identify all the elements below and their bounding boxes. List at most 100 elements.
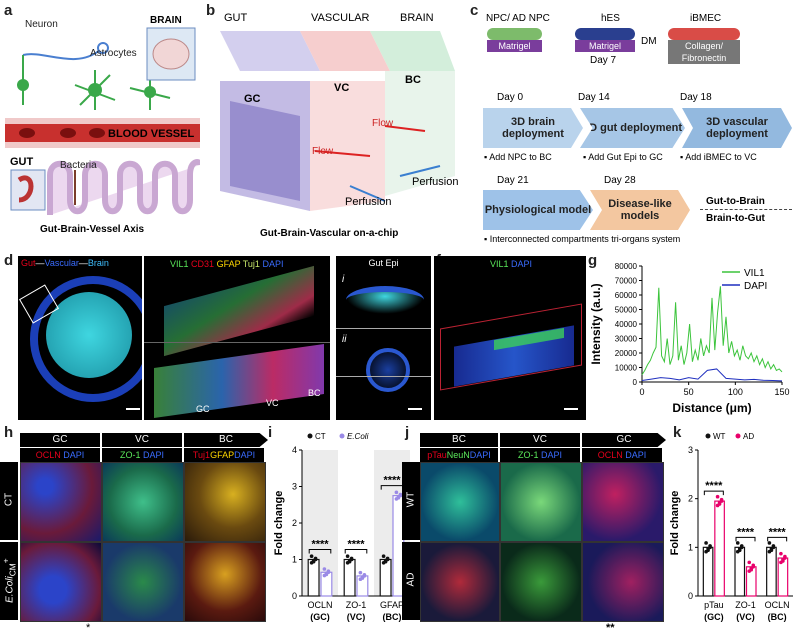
gut-epi-micrograph: Gut Epi i ii (336, 256, 431, 420)
k-bar-ad (714, 500, 725, 597)
k-legend-label-0: WT (713, 432, 726, 441)
note-npc: ▪ Add NPC to BC (484, 152, 552, 162)
i-legend-label-0: CT (315, 432, 326, 441)
i-point-ct (385, 557, 390, 562)
i-point-ecoli (326, 570, 331, 575)
day14-label: Day 14 (578, 92, 610, 103)
i-group-shade (302, 450, 338, 596)
h-ct-gc-micrograph (20, 462, 102, 542)
h-ct-bc-micrograph (184, 462, 266, 542)
h-stain-dapi-1: DAPI (63, 450, 85, 460)
gut-epi-title: Gut Epi (368, 258, 399, 268)
i-sig-bracket (344, 549, 368, 554)
k-sig-label: **** (737, 526, 755, 538)
j-row-wt: WT (402, 462, 420, 540)
j-stain-ocln: OCLN (597, 450, 623, 460)
g-x-tick-label: 150 (774, 387, 789, 397)
g-y-tick-label: 20000 (615, 349, 638, 358)
j-ad-bc-micrograph (420, 542, 500, 622)
h-stain-1: OCLN DAPI (20, 448, 100, 462)
k-point-wt (737, 548, 742, 553)
j-row-wt-label: WT (405, 491, 417, 508)
panel-k-label: k (673, 424, 682, 441)
i-point-ecoli (358, 570, 363, 575)
k-legend-dot-1 (735, 433, 741, 439)
h-stain-ocln: OCLN (35, 450, 61, 460)
k-point-ad (747, 560, 752, 565)
j-stain-2: ZO-1 DAPI (500, 448, 580, 462)
hes-label: hES (601, 13, 620, 24)
chip-gut-label: GUT (224, 12, 248, 24)
ibmec-label: iBMEC (690, 13, 722, 24)
j-col-vc: VC (500, 433, 580, 447)
k-sig-bracket (703, 490, 724, 496)
tri-channel-micrograph: VIL1 CD31 GFAP Tuj1 DAPI GC VC BC (144, 256, 330, 420)
h-row-ecoli-text: E.Coli (4, 576, 16, 603)
k-y-axis-label: Fold change (669, 491, 681, 556)
i-bar-ct (307, 558, 320, 597)
i-point-ct (349, 557, 354, 562)
flow-label-1: Flow (312, 146, 334, 157)
vil1-3d-micrograph: VIL1 DAPI (434, 256, 586, 420)
i-point-ecoli (398, 493, 403, 498)
stain-dapi: DAPI (262, 259, 284, 269)
i-sig-label: **** (383, 475, 401, 487)
i-y-tick-label: 2 (292, 518, 297, 528)
k-y-tick-label: 0 (688, 591, 693, 601)
stain-tuj1: Tuj1 (242, 259, 260, 269)
i-y-axis-label: Fold change (273, 491, 285, 556)
panel-a-caption: Gut-Brain-Vessel Axis (40, 224, 145, 235)
g-y-tick-label: 70000 (615, 277, 638, 286)
k-y-tick-label: 3 (688, 445, 693, 455)
j-wt-vc-micrograph (500, 462, 582, 542)
i-x-sub-label: (GC) (310, 612, 330, 622)
g-y-axis-label: Intensity (a.u.) (590, 283, 603, 364)
k-bar-wt (734, 546, 746, 597)
step-brain-deployment: 3D brain deployment (483, 108, 583, 148)
stain-cd31: CD31 (191, 259, 215, 269)
i-bar-ct (343, 558, 356, 597)
chip-vc-label: VC (334, 82, 350, 94)
panel-b-caption: Gut-Brain-Vascular on-a-chip (260, 228, 399, 239)
perfusion-label-1: Perfusion (345, 196, 392, 208)
j-stain-ptau: pTau (427, 450, 447, 460)
j-stain-dapi-2: DAPI (541, 450, 563, 460)
astrocytes-label: Astrocytes (90, 48, 137, 59)
i-sig-label: **** (311, 539, 329, 551)
k-point-wt (735, 541, 740, 545)
k-point-ad (779, 551, 783, 556)
matrigel-1: Matrigel (487, 40, 542, 52)
chip-overview-micrograph: Gut—Vascular—Brain (18, 256, 142, 420)
k-point-ad (783, 556, 787, 560)
g-y-tick-label: 60000 (615, 291, 638, 300)
k-point-wt (739, 545, 744, 550)
i-point-ct (345, 554, 350, 559)
bacteria-label: Bacteria (60, 160, 97, 171)
chip-bc-label: BC (405, 74, 421, 86)
matrigel-2: Matrigel (575, 40, 635, 52)
h-ecoli-bc-micrograph (184, 542, 266, 622)
k-x-sub-label: (GC) (704, 612, 724, 622)
note-gut-epi: ▪ Add Gut Epi to GC (583, 152, 663, 162)
k-point-ad (749, 567, 754, 572)
npc-label: NPC/ AD NPC (486, 13, 550, 24)
chip-gc-label-d: GC (196, 404, 210, 414)
h-stain-tuj1: Tuj1 (192, 450, 211, 460)
g-legend-label-vil1: VIL1 (744, 268, 765, 279)
h-stain-dapi-3: DAPI (234, 450, 256, 460)
day7-label: Day 7 (590, 55, 617, 66)
g-y-tick-label: 30000 (615, 335, 638, 344)
j-stain-1: pTauNeuNDAPI (420, 448, 498, 462)
h-ecoli-vc-micrograph (102, 542, 184, 622)
stain-f-vil1: VIL1 (490, 259, 509, 269)
i-x-tick-label: GFAP (380, 600, 404, 610)
i-point-ecoli (394, 490, 399, 495)
h-col-gc: GC (20, 433, 100, 447)
stain-f-dapi: DAPI (511, 259, 533, 269)
j-row-ad: AD (402, 542, 420, 620)
h-stain-gfap: GFAP (210, 450, 235, 460)
k-x-tick-label: pTau (704, 600, 724, 610)
i-y-tick-label: 0 (292, 591, 297, 601)
k-sig-label: **** (769, 526, 787, 538)
g-x-tick-label: 0 (639, 387, 644, 397)
